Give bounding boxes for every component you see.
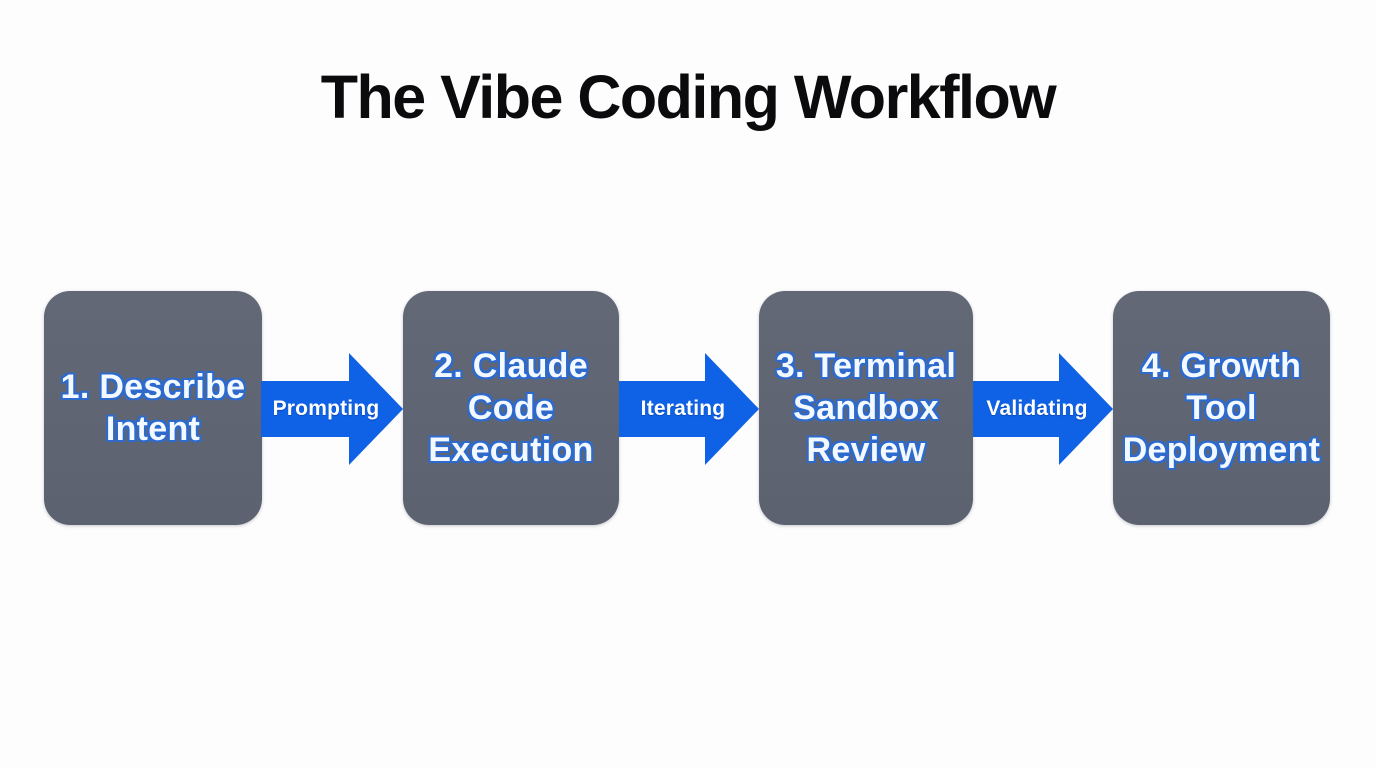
arrow-prompting: Prompting xyxy=(261,352,403,465)
step-label: 3. Terminal Sandbox Review xyxy=(776,345,956,471)
step-label-line: Review xyxy=(806,431,926,469)
step-label-line: Deployment xyxy=(1122,431,1321,469)
workflow-step-terminal-sandbox-review: 3. Terminal Sandbox Review xyxy=(759,291,973,525)
arrow-shaft xyxy=(619,380,705,437)
step-label-line: Intent xyxy=(105,410,201,448)
workflow-step-describe-intent: 1. Describe Intent xyxy=(44,291,262,525)
arrow-shaft xyxy=(261,380,349,437)
workflow-step-growth-tool-deployment: 4. Growth Tool Deployment xyxy=(1113,291,1330,525)
arrow-shaft xyxy=(973,380,1059,437)
arrow-right-icon xyxy=(705,352,759,465)
arrow-iterating: Iterating xyxy=(619,352,759,465)
step-label: 4. Growth Tool Deployment xyxy=(1123,345,1321,471)
step-label: 1. Describe Intent xyxy=(61,366,246,450)
step-label-line: Execution xyxy=(428,431,594,469)
arrow-validating: Validating xyxy=(973,352,1113,465)
workflow-step-claude-code-execution: 2. Claude Code Execution xyxy=(403,291,619,525)
step-label-line: 1. Describe xyxy=(60,368,246,406)
step-label-line: 4. Growth xyxy=(1141,347,1302,385)
arrow-right-icon xyxy=(1059,352,1113,465)
step-label-line: Sandbox xyxy=(793,389,939,427)
step-label: 2. Claude Code Execution xyxy=(428,345,593,471)
arrow-label: Prompting xyxy=(272,396,380,420)
step-label-line: Tool xyxy=(1186,389,1257,427)
arrow-label: Validating xyxy=(986,396,1088,420)
step-label-line: Code xyxy=(467,389,555,427)
page-title: The Vibe Coding Workflow xyxy=(320,63,1057,131)
arrow-label: Iterating xyxy=(640,396,726,420)
arrow-right-icon xyxy=(349,352,403,465)
step-label-line: 3. Terminal xyxy=(775,347,957,385)
step-label-line: 2. Claude xyxy=(434,347,588,385)
